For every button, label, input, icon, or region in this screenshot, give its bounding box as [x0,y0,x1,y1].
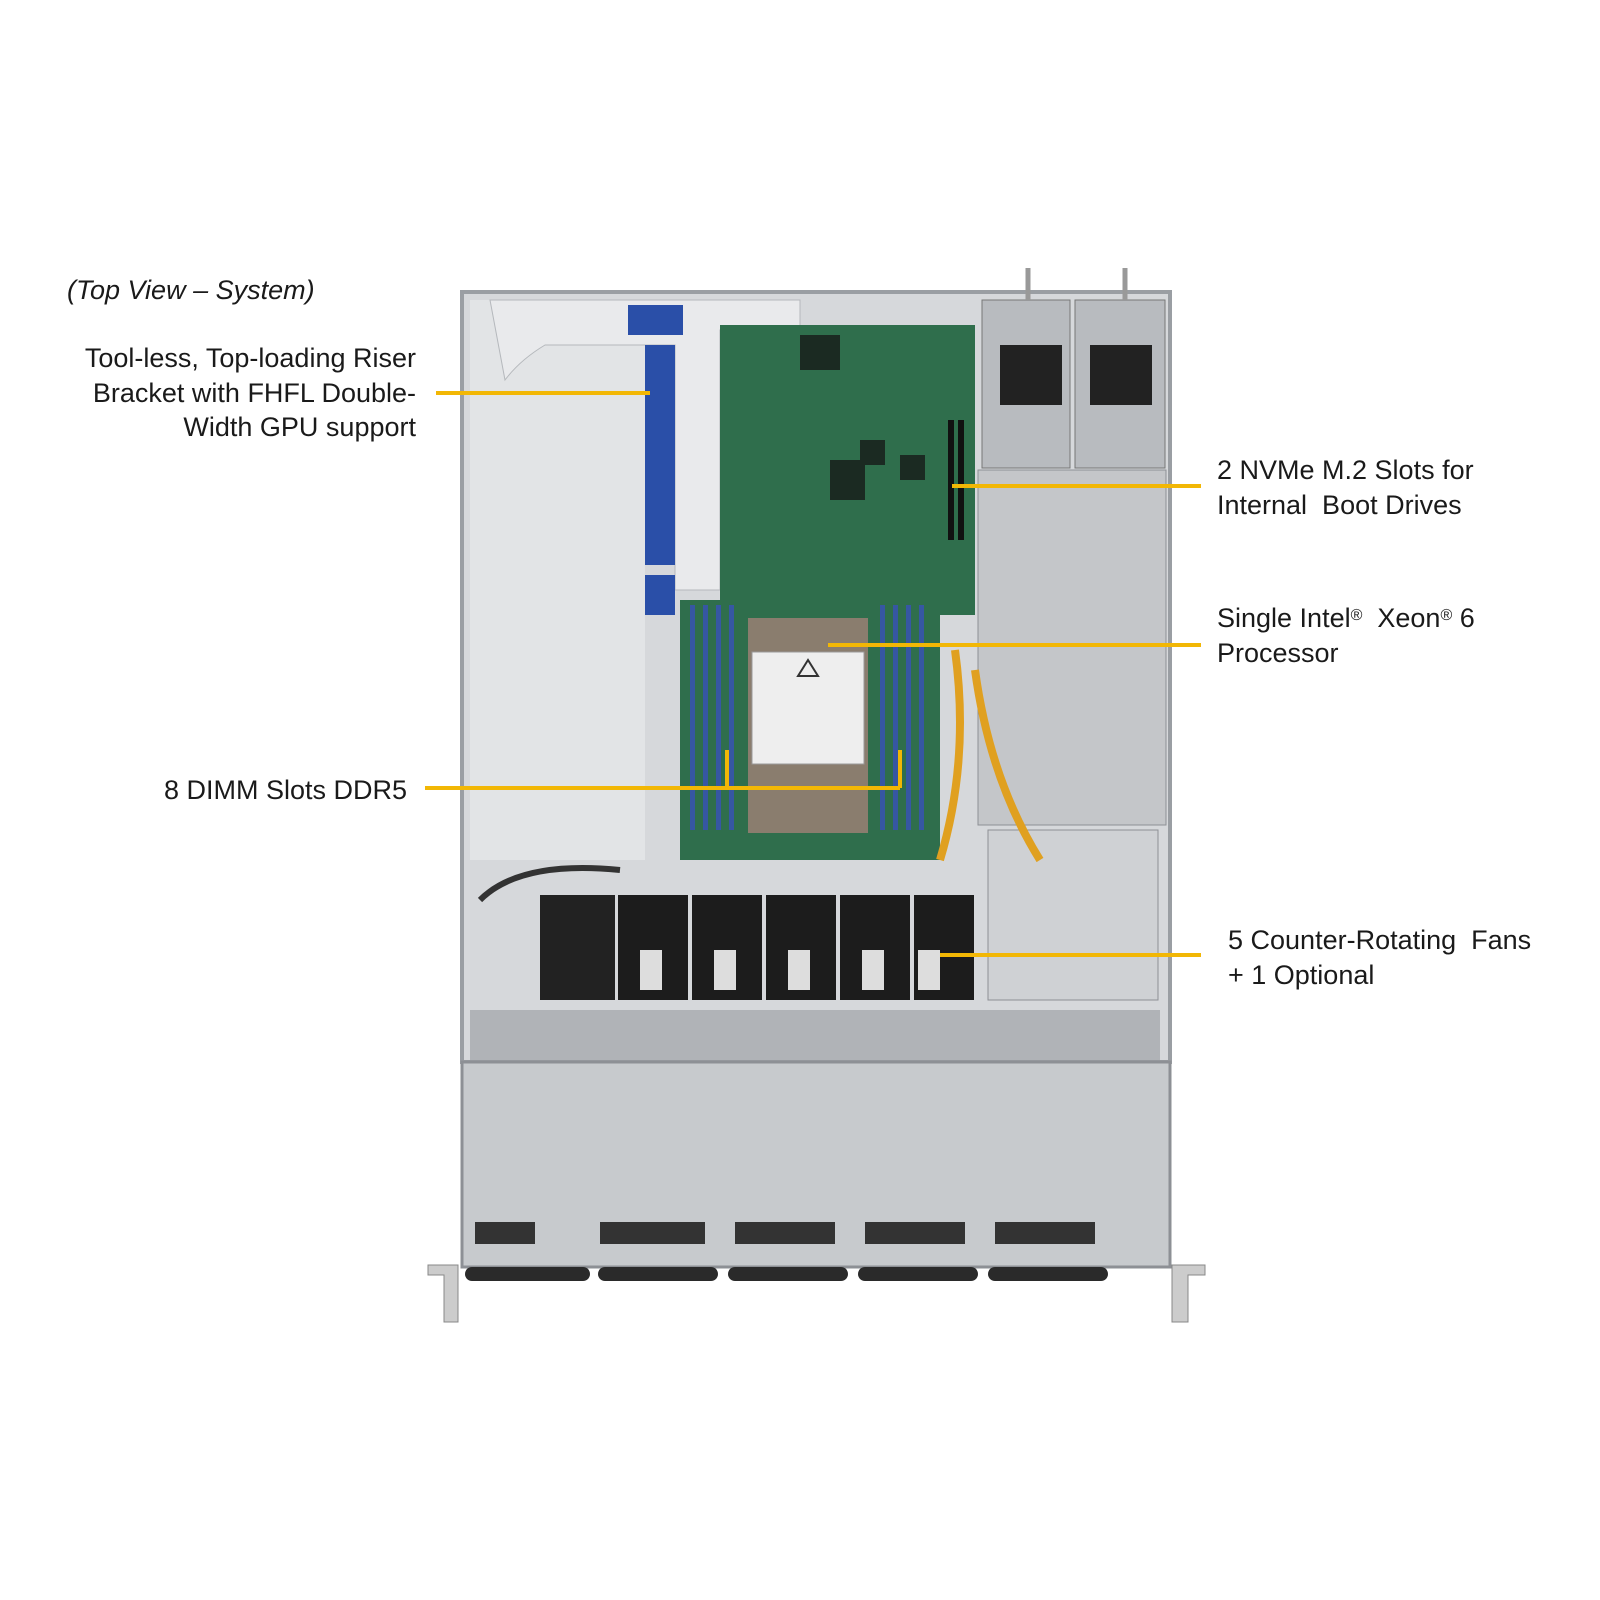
m2-slot [958,420,964,540]
psu-handle [1025,268,1128,300]
callout-cpu-line: Processor [1217,637,1339,668]
front-vents [475,1222,1095,1244]
leader-lines [425,391,1201,957]
riser-bay [470,300,645,860]
callout-riser-line: Width GPU support [183,412,416,442]
cables [936,649,1044,863]
callout-fans-line: + 1 Optional [1228,959,1375,990]
riser-blue-tab [628,305,683,335]
registered-mark: ® [1440,607,1453,624]
riser-blue-label [645,345,675,565]
callout-nvme-line: Internal Boot Drives [1217,489,1462,520]
view-title: (Top View – System) [67,275,315,305]
callout-riser-line: Bracket with FHFL Double- [92,377,416,408]
dimm-slots-right [880,605,924,830]
rack-ear-left [427,1264,459,1323]
power-distribution-cover [987,829,1159,1001]
fan-optional [540,895,615,1000]
callout-fans: 5 Counter-Rotating Fans + 1 Optional [1228,923,1531,992]
backplane [470,1010,1160,1060]
warning-icon [796,658,820,677]
bmc-chip [830,460,865,500]
riser-blue-tab-bottom [645,575,675,615]
cpu-text: 6 [1452,603,1475,633]
cables [477,865,621,903]
psu-vent [1090,345,1152,405]
callout-nvme-line: 2 NVMe M.2 Slots for [1217,455,1474,485]
chip [800,335,840,370]
cpu-socket-cover [751,651,865,765]
m2-slot [948,420,954,540]
callout-riser-line: Tool-less, Top-loading Riser [84,343,416,373]
psu-vent [1000,345,1062,405]
callout-cpu-line: Single Intel® Xeon® 6 [1217,601,1475,636]
drive-tray-bumps [465,1267,1108,1281]
leader-dimm [425,750,902,790]
callout-dimm: 8 DIMM Slots DDR5 [163,775,407,805]
registered-mark: ® [1350,607,1363,624]
callout-fans-line: 5 Counter-Rotating Fans [1228,925,1532,955]
cpu-text: Xeon [1362,603,1441,633]
rack-ear-right [1171,1264,1206,1323]
fan-row [540,895,974,1000]
cpu-text: Single Intel [1217,603,1351,633]
dimm-slots-left [690,605,734,830]
chip [900,455,925,480]
psu-cage [977,469,1167,826]
